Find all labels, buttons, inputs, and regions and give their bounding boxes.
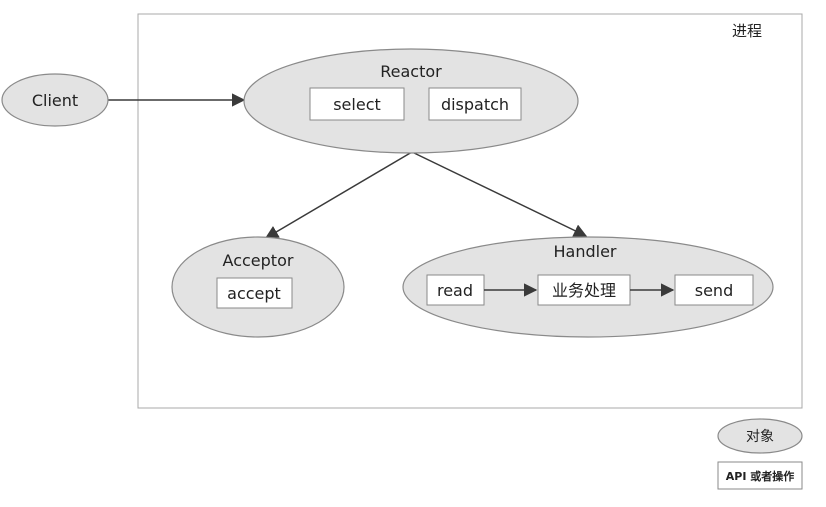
process-label: 进程 bbox=[732, 22, 762, 40]
select-label: select bbox=[333, 95, 381, 114]
send-box bbox=[674, 274, 754, 306]
business-box bbox=[537, 274, 631, 306]
acceptor-label: Acceptor bbox=[223, 251, 294, 270]
edge-reactor-handler bbox=[411, 151, 588, 237]
business-label: 业务处理 bbox=[552, 281, 616, 300]
select-box bbox=[309, 87, 405, 121]
edge-reactor-acceptor bbox=[264, 151, 413, 239]
legend-api-label: API 或者操作 bbox=[726, 469, 795, 483]
read-label: read bbox=[437, 281, 473, 300]
accept-label: accept bbox=[227, 284, 281, 303]
handler-label: Handler bbox=[554, 242, 617, 261]
legend-object-ellipse bbox=[717, 418, 803, 454]
accept-box bbox=[216, 277, 293, 309]
dispatch-box bbox=[428, 87, 522, 121]
reactor-label: Reactor bbox=[380, 62, 442, 81]
legend-object-label: 对象 bbox=[746, 429, 774, 445]
read-box bbox=[426, 274, 485, 306]
send-label: send bbox=[695, 281, 733, 300]
dispatch-label: dispatch bbox=[441, 95, 509, 114]
client-node bbox=[1, 73, 109, 127]
legend-api-box bbox=[717, 461, 803, 490]
client-label: Client bbox=[32, 91, 78, 110]
reactor-node bbox=[243, 48, 579, 154]
